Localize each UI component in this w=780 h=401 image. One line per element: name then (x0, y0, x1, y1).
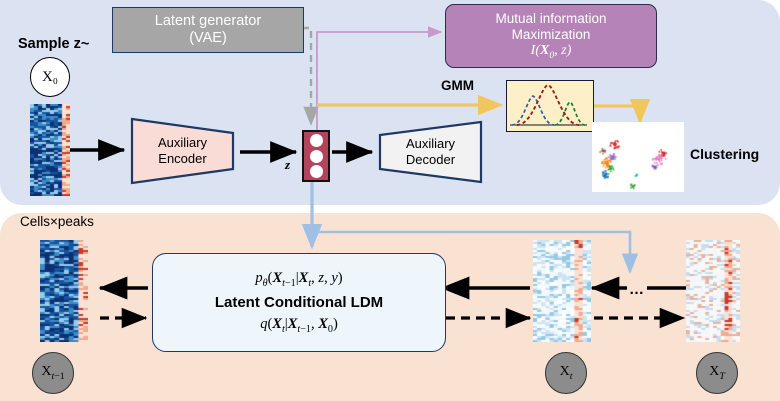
auxiliary-decoder-shape: Auxiliary Decoder (378, 120, 483, 184)
encoder-trapezoid (130, 117, 235, 185)
xT-noise-heatmap (686, 240, 740, 342)
sample-z-label: Sample z~ (18, 36, 90, 52)
xT-label: XT (709, 364, 725, 382)
xt-heatmap (533, 240, 591, 342)
xt-circle: Xt (545, 352, 587, 394)
mutual-information-box: Mutual information Maximization I(X0, z) (445, 4, 657, 68)
xtm1-heatmap (40, 240, 88, 342)
z-dot-3 (309, 164, 323, 178)
input-heatmap-cells-peaks (30, 104, 70, 196)
auxiliary-encoder-shape: Auxiliary Encoder (130, 117, 235, 185)
z-dot-1 (309, 134, 323, 148)
gmm-curves (510, 84, 587, 126)
gmm-label: GMM (441, 78, 474, 93)
mi-line2: Maximization (511, 26, 591, 42)
clustering-label: Clustering (690, 146, 760, 162)
ldm-forward-formula: q(Xt|Xt−1, X0) (260, 316, 338, 335)
xT-circle: XT (696, 352, 738, 394)
x0-circle: X₀ (30, 57, 70, 97)
xtm1-label: Xt−1 (41, 364, 65, 382)
z-dot-2 (309, 149, 323, 163)
latent-generator-box: Latent generator (VAE) (112, 7, 304, 53)
latent-conditional-ldm-box: pθ(Xt−1|Xt, z, y) Latent Conditional LDM… (152, 253, 446, 352)
latent-generator-line2: (VAE) (189, 30, 227, 46)
latent-z-node (302, 130, 330, 182)
x0-label: X₀ (41, 68, 59, 85)
umap-cluster-scatter (592, 122, 684, 192)
xt-label: Xt (559, 364, 573, 382)
latent-generator-line1: Latent generator (154, 12, 262, 29)
ldm-reverse-formula: pθ(Xt−1|Xt, z, y) (255, 270, 343, 289)
cells-peaks-label: Cells×peaks (20, 214, 94, 229)
gmm-density-plot (506, 80, 594, 132)
mi-line1: Mutual information (495, 11, 607, 27)
z-node-label: z (285, 157, 291, 172)
decoder-trapezoid (378, 120, 483, 184)
ldm-title: Latent Conditional LDM (214, 294, 384, 311)
ellipsis-label: … (627, 281, 647, 298)
mi-formula: I(X0, z) (530, 42, 572, 61)
xtm1-circle: Xt−1 (32, 352, 74, 394)
